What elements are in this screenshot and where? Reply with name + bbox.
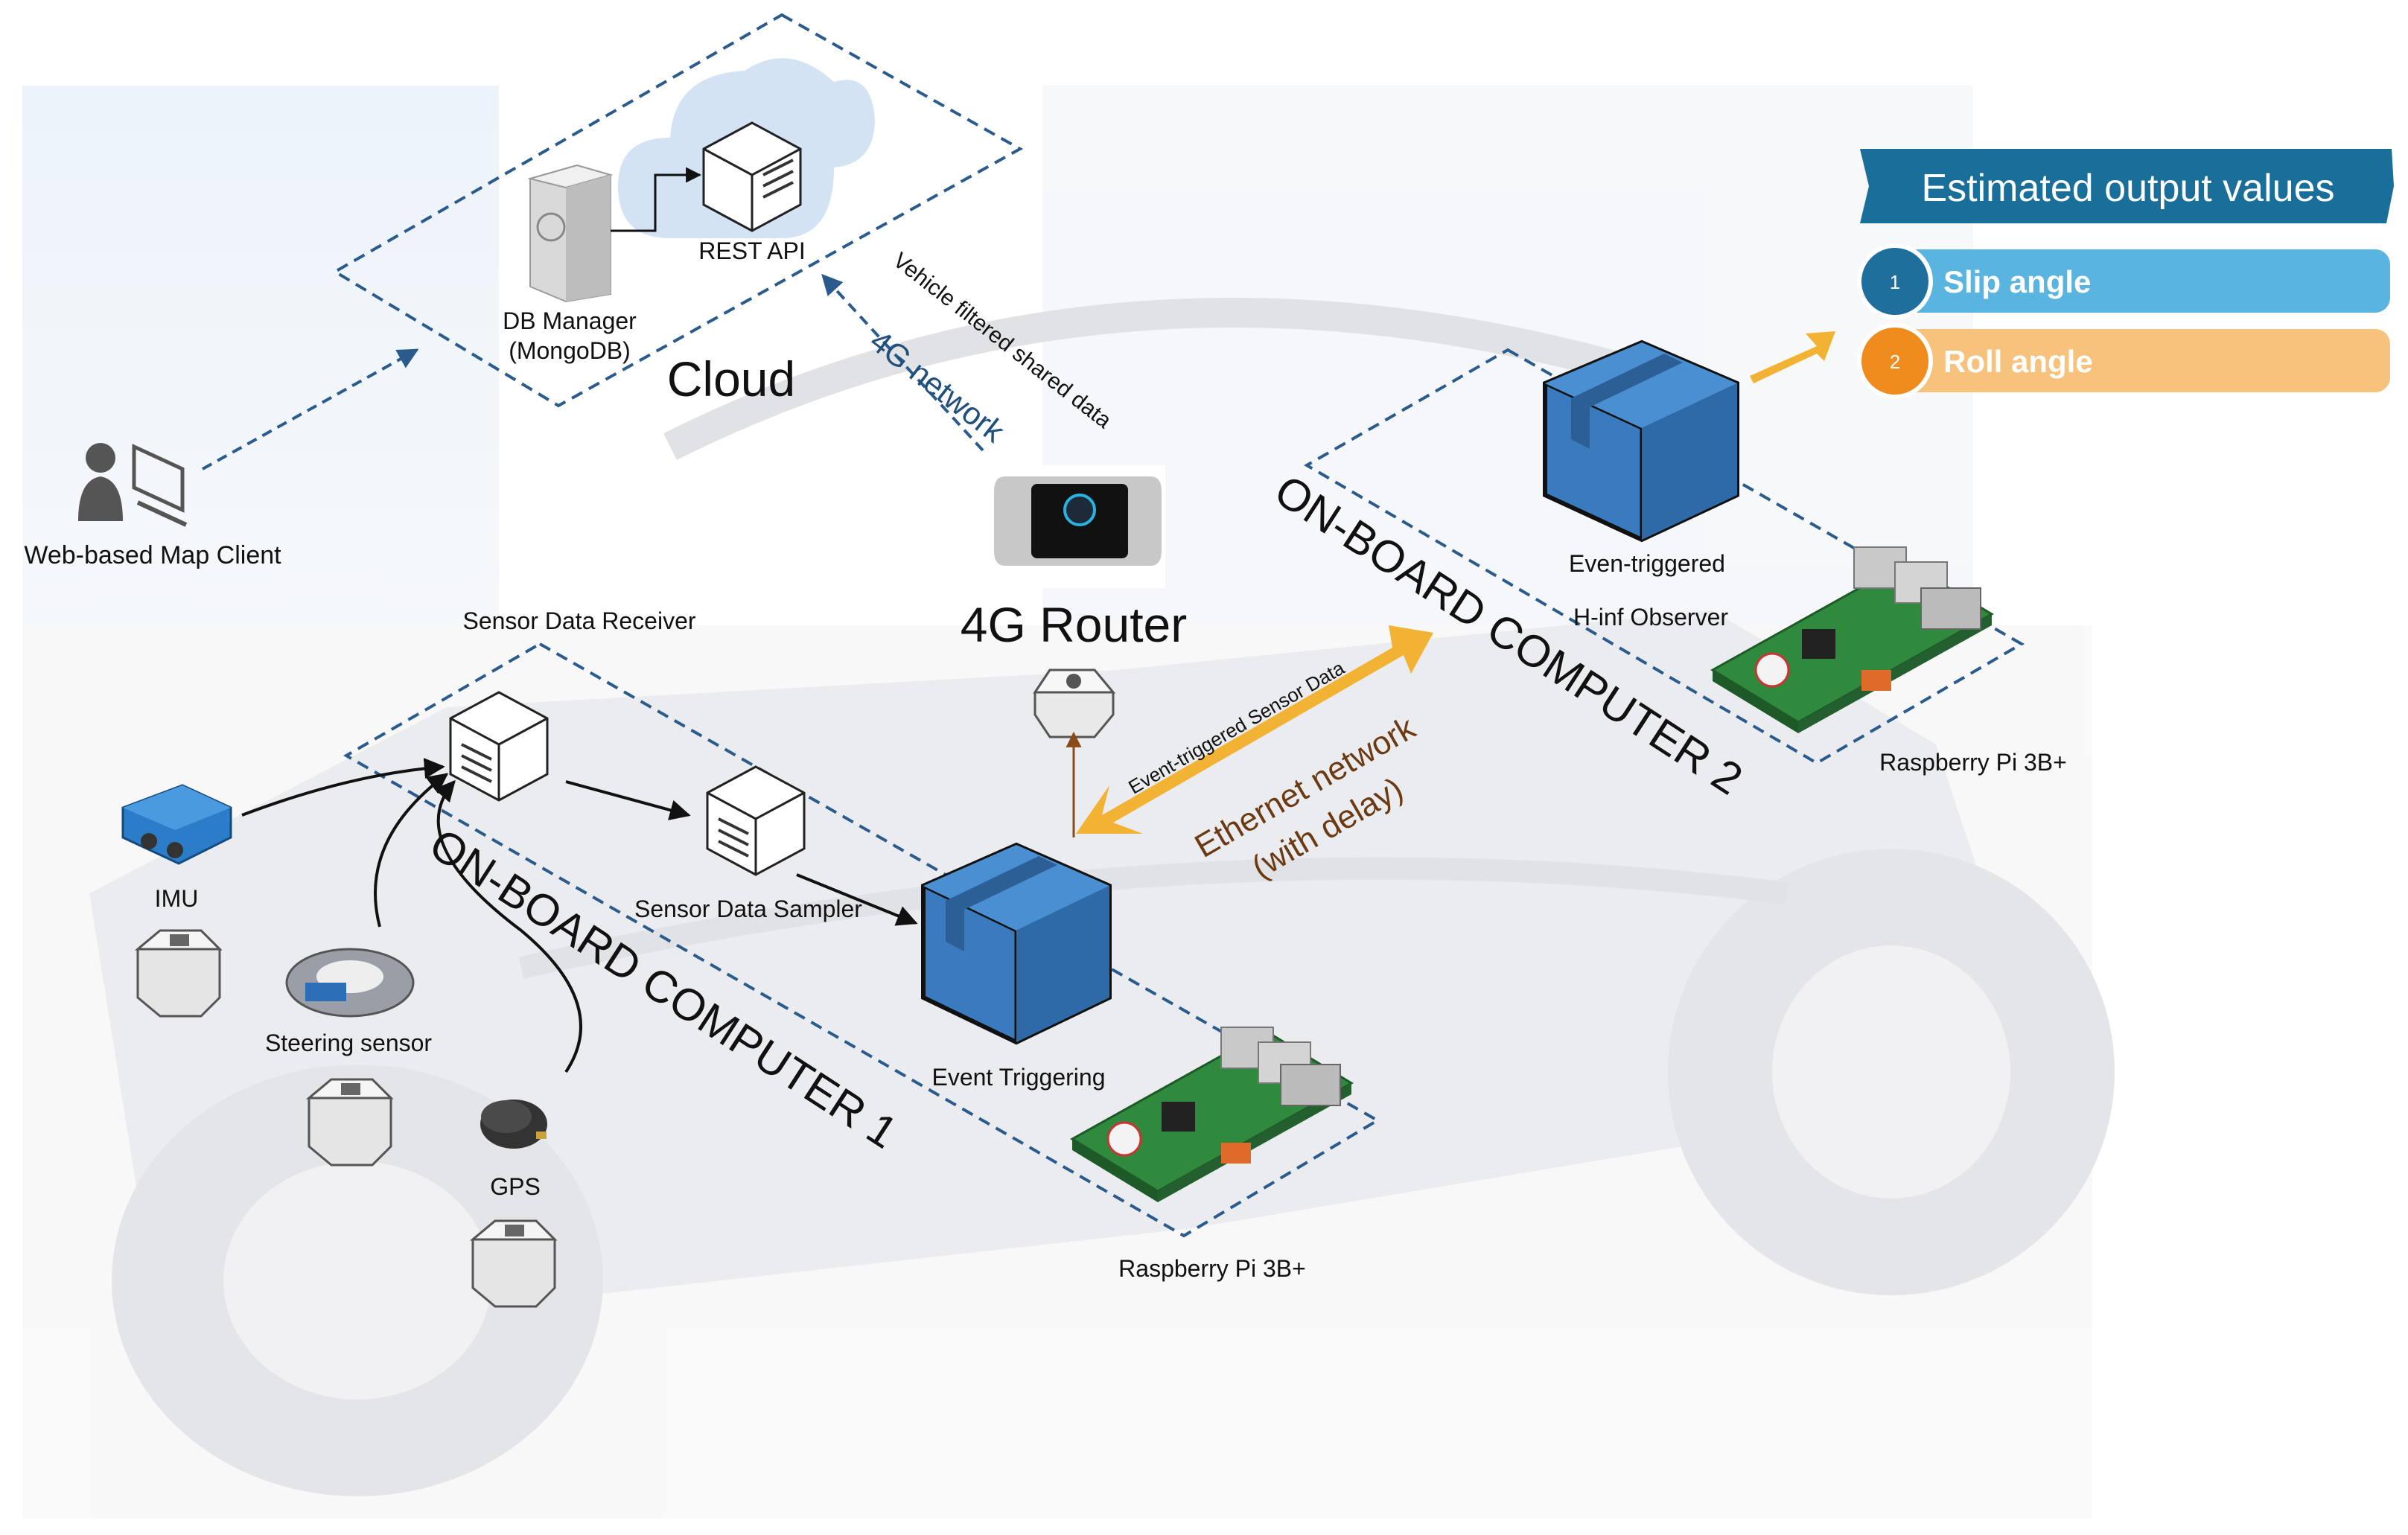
- user-icon: [78, 443, 123, 521]
- gps-module-icon: [469, 1219, 558, 1308]
- router-to-cloud-link: [821, 273, 984, 452]
- imu-to-receiver-arrow: [241, 758, 445, 817]
- client-to-cloud-link: [202, 348, 419, 470]
- background-photo: [22, 86, 2115, 1519]
- imu-module-icon: [134, 929, 223, 1018]
- sampler-label: Sensor Data Sampler: [634, 896, 862, 922]
- router-title: 4G Router: [961, 597, 1187, 652]
- imu-device-icon: [121, 784, 232, 865]
- receiver-to-sampler-arrow: [565, 780, 691, 820]
- db-manager-label-line1: DB Manager: [503, 307, 637, 334]
- observer-label-line1: Even-triggered: [1569, 550, 1725, 577]
- output-item-num-2: 2: [1890, 351, 1900, 373]
- imu-label: IMU: [155, 885, 199, 912]
- output-arrow-icon: [1750, 331, 1835, 383]
- steering-sensor-icon: [285, 948, 415, 1018]
- db-manager-label-line2: (MongoDB): [509, 337, 631, 364]
- ethernet-double-arrow: [1076, 625, 1433, 834]
- rest-api-label: REST API: [698, 237, 805, 264]
- event-triggering-label: Event Triggering: [931, 1064, 1105, 1091]
- observer-label-line2: H-inf Observer: [1573, 604, 1728, 631]
- output-header-banner: [1860, 149, 2394, 223]
- output-header-title: Estimated output values: [1922, 167, 2335, 210]
- receiver-label: Sensor Data Receiver: [462, 607, 695, 634]
- gps-label: GPS: [490, 1173, 541, 1200]
- web-client-label: Web-based Map Client: [24, 541, 281, 569]
- output-item-label-2: Roll angle: [1943, 344, 2093, 379]
- cloud-boundary: [332, 13, 1024, 408]
- db-manager-icon: [527, 164, 614, 303]
- steering-label: Steering sensor: [265, 1030, 432, 1056]
- observer-cube-icon: [1543, 339, 1739, 543]
- gps-antenna-icon: [480, 1100, 547, 1149]
- sampler-server-icon: [706, 765, 806, 876]
- cloud-title: Cloud: [667, 351, 795, 406]
- raspberry-pi-2-label: Raspberry Pi 3B+: [1879, 749, 2067, 776]
- gps-to-receiver-arrow: [433, 779, 582, 1073]
- output-item-num-1: 1: [1890, 271, 1900, 293]
- event-triggering-cube-icon: [921, 842, 1112, 1045]
- receiver-server-icon: [449, 691, 549, 802]
- steering-module-icon: [305, 1078, 394, 1167]
- router-device-icon: [983, 465, 1165, 588]
- db-to-rest-connector: [611, 167, 702, 232]
- computer-icon: [132, 444, 188, 527]
- wireless-module-icon: [1033, 668, 1116, 738]
- raspberry-pi-2-icon: [1710, 546, 1994, 733]
- sampler-to-trigger-arrow: [796, 873, 918, 926]
- onboard2-boundary: [1304, 348, 2025, 765]
- output-item-slip: 1 Slip angle: [1857, 243, 2390, 319]
- output-item-label-1: Slip angle: [1943, 264, 2091, 299]
- output-item-roll: 2 Roll angle: [1857, 323, 2390, 399]
- steering-to-receiver-arrow: [374, 773, 449, 928]
- rest-api-server-icon: [702, 121, 802, 232]
- raspberry-pi-1-icon: [1070, 1027, 1354, 1202]
- raspberry-pi-1-label: Raspberry Pi 3B+: [1118, 1255, 1306, 1282]
